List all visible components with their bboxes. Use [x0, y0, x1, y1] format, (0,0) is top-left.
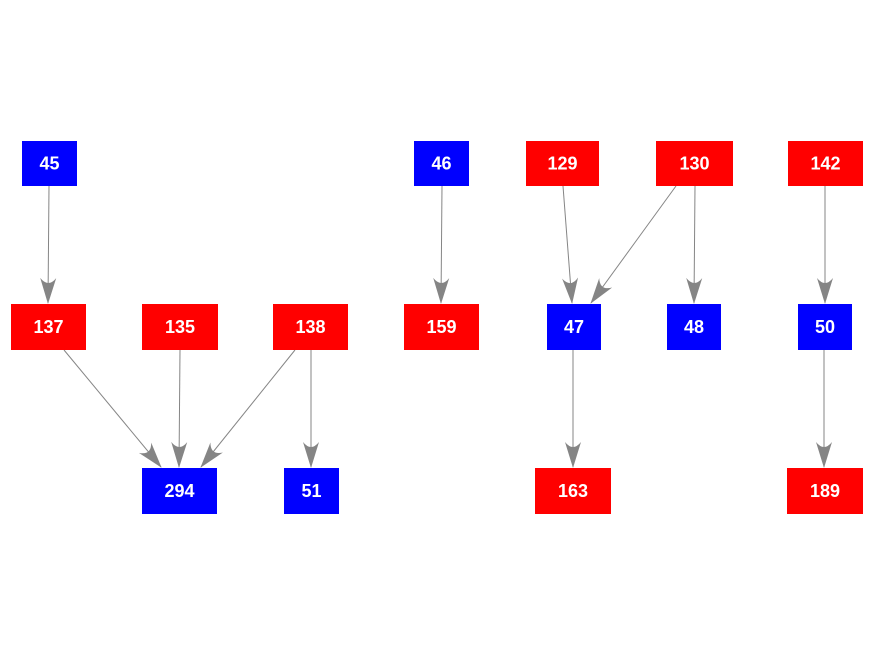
nodes-layer: 45 46 129 130 142 137 135 138 159 47 48 50 294 51 163 1…	[11, 141, 863, 514]
node-box-46	[414, 141, 469, 186]
edge-130-48	[686, 185, 703, 304]
node-box-189	[787, 468, 863, 514]
edge-138-294	[200, 349, 296, 468]
node-142: 142	[788, 141, 863, 186]
node-130: 130	[656, 141, 733, 186]
node-box-294	[142, 468, 217, 514]
node-box-159	[404, 304, 479, 350]
node-189: 189	[787, 468, 863, 514]
node-label-51: 51	[301, 481, 321, 501]
node-137: 137	[11, 304, 86, 350]
edge-137-294	[63, 349, 162, 468]
node-label-48: 48	[684, 317, 704, 337]
edge-129-47	[562, 185, 579, 304]
node-label-129: 129	[547, 154, 577, 174]
node-label-46: 46	[431, 154, 451, 174]
node-box-138	[273, 304, 348, 350]
node-138: 138	[273, 304, 348, 350]
node-box-135	[142, 304, 218, 350]
node-163: 163	[535, 468, 611, 514]
node-box-47	[547, 304, 601, 350]
node-50: 50	[798, 304, 852, 350]
node-label-130: 130	[679, 154, 709, 174]
node-label-159: 159	[426, 317, 456, 337]
node-box-129	[526, 141, 599, 186]
node-46: 46	[414, 141, 469, 186]
node-47: 47	[547, 304, 601, 350]
node-45: 45	[22, 141, 77, 186]
node-label-135: 135	[165, 317, 195, 337]
node-box-50	[798, 304, 852, 350]
node-box-130	[656, 141, 733, 186]
node-label-142: 142	[810, 154, 840, 174]
edge-45-137	[40, 185, 57, 304]
node-box-45	[22, 141, 77, 186]
edge-130-47	[590, 185, 677, 304]
node-label-137: 137	[33, 317, 63, 337]
node-135: 135	[142, 304, 218, 350]
node-label-163: 163	[558, 481, 588, 501]
node-box-137	[11, 304, 86, 350]
node-294: 294	[142, 468, 217, 514]
node-48: 48	[667, 304, 721, 350]
edge-135-294	[171, 349, 188, 468]
node-box-48	[667, 304, 721, 350]
node-label-189: 189	[810, 481, 840, 501]
node-51: 51	[284, 468, 339, 514]
node-label-294: 294	[164, 481, 194, 501]
node-129: 129	[526, 141, 599, 186]
edge-46-159	[433, 185, 450, 304]
edges-layer	[40, 185, 833, 468]
node-159: 159	[404, 304, 479, 350]
node-label-138: 138	[295, 317, 325, 337]
node-box-163	[535, 468, 611, 514]
node-box-51	[284, 468, 339, 514]
node-label-45: 45	[39, 154, 59, 174]
node-box-142	[788, 141, 863, 186]
node-label-47: 47	[564, 317, 584, 337]
node-label-50: 50	[815, 317, 835, 337]
